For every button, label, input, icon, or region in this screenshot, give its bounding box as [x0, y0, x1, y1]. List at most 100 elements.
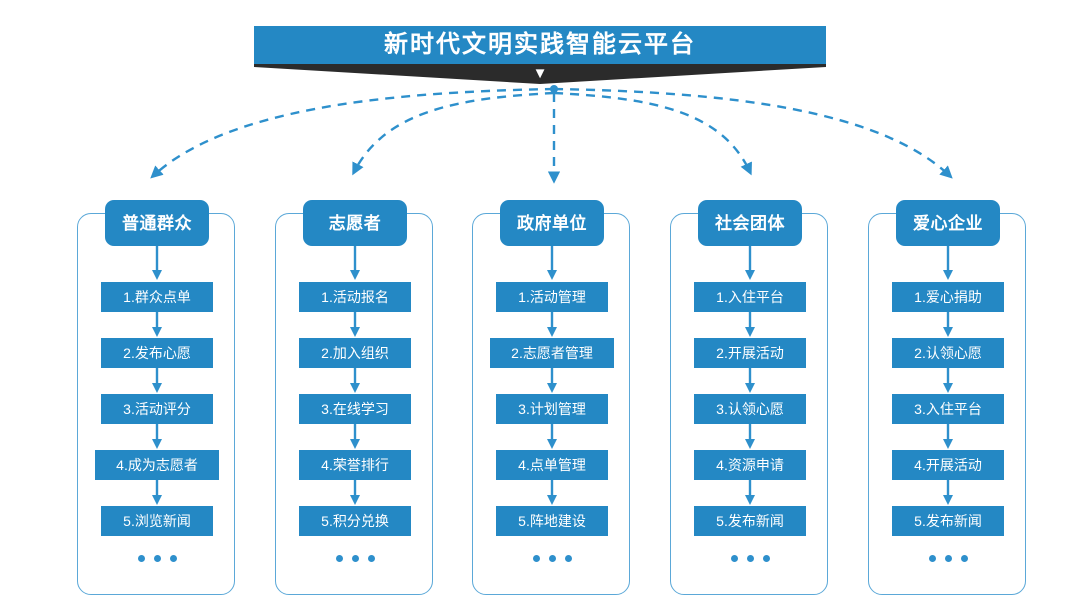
column-header-2[interactable]: 志愿者	[303, 200, 407, 246]
step-label: 2.认领心愿	[914, 345, 982, 361]
ellipsis-dot	[137, 555, 145, 562]
column-header-1[interactable]: 普通群众	[105, 200, 209, 246]
step-box[interactable]: 2.志愿者管理	[490, 338, 614, 368]
column-header-3[interactable]: 政府单位	[500, 200, 604, 246]
ellipsis-dot	[762, 555, 770, 562]
step-box[interactable]: 3.认领心愿	[694, 394, 806, 424]
step-box[interactable]: 1.爱心捐助	[892, 282, 1004, 312]
platform-title-bar: 新时代文明实践智能云平台	[254, 26, 826, 64]
step-label: 3.在线学习	[321, 401, 389, 417]
step-box[interactable]: 4.点单管理	[496, 450, 608, 480]
step-box[interactable]: 1.活动报名	[299, 282, 411, 312]
step-box[interactable]: 4.荣誉排行	[299, 450, 411, 480]
step-label: 4.开展活动	[914, 457, 982, 473]
column-steps: 1.群众点单 2.发布心愿 3.活动评分	[69, 246, 245, 562]
step-label: 3.计划管理	[518, 401, 586, 417]
step-box[interactable]: 5.阵地建设	[496, 506, 608, 536]
column-steps: 1.活动管理 2.志愿者管理 3.计划管理	[464, 246, 640, 562]
step-label: 2.开展活动	[716, 345, 784, 361]
page-title: 新时代文明实践智能云平台	[384, 31, 696, 58]
column-header-4[interactable]: 社会团体	[698, 200, 802, 246]
down-arrow-icon	[547, 480, 557, 505]
down-arrow-icon	[152, 246, 162, 280]
step-label: 2.加入组织	[321, 345, 389, 361]
step-box[interactable]: 4.成为志愿者	[95, 450, 219, 480]
step-box[interactable]: 3.入住平台	[892, 394, 1004, 424]
down-arrow-icon	[350, 246, 360, 280]
step-box[interactable]: 5.发布新闻	[694, 506, 806, 536]
down-arrow-icon	[943, 424, 953, 449]
step-box[interactable]: 3.在线学习	[299, 394, 411, 424]
column-header-5[interactable]: 爱心企业	[896, 200, 1000, 246]
step-label: 1.活动管理	[518, 289, 586, 305]
platform-title-banner: 新时代文明实践智能云平台 ▼	[254, 26, 826, 88]
step-label: 4.点单管理	[518, 457, 586, 473]
ellipsis-dot	[944, 555, 952, 562]
down-arrow-icon	[745, 312, 755, 337]
down-arrow-icon	[547, 312, 557, 337]
step-box[interactable]: 2.认领心愿	[892, 338, 1004, 368]
step-box[interactable]: 2.加入组织	[299, 338, 411, 368]
step-box[interactable]: 4.开展活动	[892, 450, 1004, 480]
step-box[interactable]: 5.浏览新闻	[101, 506, 213, 536]
down-arrow-icon	[943, 480, 953, 505]
step-label: 5.阵地建设	[518, 513, 586, 529]
step-label: 3.入住平台	[914, 401, 982, 417]
ellipsis-dot	[532, 555, 540, 562]
step-label: 4.荣誉排行	[321, 457, 389, 473]
more-items-ellipsis	[335, 555, 375, 562]
step-label: 2.发布心愿	[123, 345, 191, 361]
column-header-label: 普通群众	[122, 213, 192, 233]
step-box[interactable]: 2.发布心愿	[101, 338, 213, 368]
column-header-label: 志愿者	[328, 213, 382, 233]
step-label: 5.发布新闻	[914, 513, 982, 529]
ellipsis-dot	[548, 555, 556, 562]
step-label: 5.发布新闻	[716, 513, 784, 529]
step-box[interactable]: 5.积分兑换	[299, 506, 411, 536]
column-steps: 1.活动报名 2.加入组织 3.在线学习	[267, 246, 443, 562]
ellipsis-dot	[960, 555, 968, 562]
step-box[interactable]: 1.群众点单	[101, 282, 213, 312]
ellipsis-dot	[153, 555, 161, 562]
step-box[interactable]: 1.入住平台	[694, 282, 806, 312]
down-arrow-icon	[350, 312, 360, 337]
ellipsis-dot	[351, 555, 359, 562]
down-arrow-icon	[745, 480, 755, 505]
more-items-ellipsis	[137, 555, 177, 562]
down-arrow-icon	[943, 246, 953, 280]
step-box[interactable]: 4.资源申请	[694, 450, 806, 480]
down-arrow-icon	[350, 424, 360, 449]
ellipsis-dot	[367, 555, 375, 562]
step-box[interactable]: 2.开展活动	[694, 338, 806, 368]
down-arrow-icon	[547, 246, 557, 280]
column-header-label: 社会团体	[715, 213, 785, 233]
ellipsis-dot	[730, 555, 738, 562]
step-box[interactable]: 3.计划管理	[496, 394, 608, 424]
down-arrow-icon	[152, 480, 162, 505]
ellipsis-dot	[335, 555, 343, 562]
ellipsis-dot	[928, 555, 936, 562]
down-arrow-icon	[350, 368, 360, 393]
more-items-ellipsis	[730, 555, 770, 562]
down-arrow-icon	[547, 368, 557, 393]
step-label: 5.积分兑换	[321, 513, 389, 529]
step-box[interactable]: 3.活动评分	[101, 394, 213, 424]
step-label: 3.活动评分	[123, 401, 191, 417]
down-arrow-icon	[350, 480, 360, 505]
step-label: 4.资源申请	[716, 457, 784, 473]
step-label: 5.浏览新闻	[123, 513, 191, 529]
column-steps: 1.入住平台 2.开展活动 3.认领心愿	[662, 246, 838, 562]
step-label: 3.认领心愿	[716, 401, 784, 417]
banner-ribbon-shadow	[254, 64, 826, 84]
column-steps: 1.爱心捐助 2.认领心愿 3.入住平台	[860, 246, 1036, 562]
more-items-ellipsis	[928, 555, 968, 562]
down-arrow-icon	[152, 368, 162, 393]
more-items-ellipsis	[532, 555, 572, 562]
step-label: 1.群众点单	[123, 289, 191, 305]
step-box[interactable]: 1.活动管理	[496, 282, 608, 312]
step-box[interactable]: 5.发布新闻	[892, 506, 1004, 536]
down-arrow-icon	[745, 424, 755, 449]
ellipsis-dot	[746, 555, 754, 562]
